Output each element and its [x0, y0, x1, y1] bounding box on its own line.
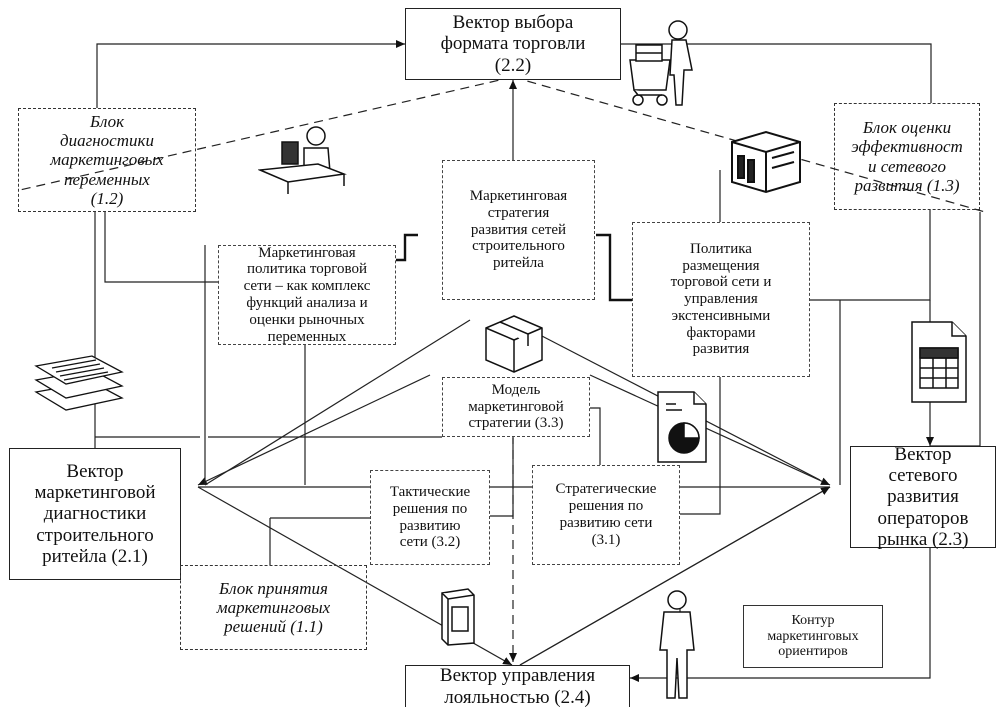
tactical-decisions-box: Тактические решения по развитию сети (3.…: [370, 470, 490, 565]
block-diagnostics-label: Блок диагностики маркетинговых переменны…: [50, 112, 164, 208]
marketing-policy-label: Маркетинговая политика торговой сети – к…: [243, 244, 371, 345]
block-efficiency-box: Блок оценки эффективност и сетевого разв…: [834, 103, 980, 210]
vector-network-box: Вектор сетевого развития операторов рынк…: [850, 443, 996, 550]
vector-diagnostics-label: Вектор маркетинговой диагностики строите…: [34, 460, 156, 567]
contour-box: Контур маркетинговых ориентиров: [743, 605, 883, 668]
vector-loyalty-label: Вектор управления лояльностью (2.4): [439, 665, 596, 707]
vector-network-label: Вектор сетевого развития операторов рынк…: [877, 443, 969, 550]
office-worker-icon: [258, 126, 347, 194]
strategic-decisions-label: Стратегические решения по развитию сети …: [555, 481, 657, 548]
strategic-decisions-box: Стратегические решения по развитию сети …: [532, 465, 680, 565]
shopping-cart-person-icon: [629, 20, 693, 106]
documents-stack-icon: [34, 355, 124, 411]
strategy-model-label: Модель маркетинговой стратегии (3.3): [468, 381, 564, 432]
box-icon: [485, 315, 543, 373]
server-icon: [731, 130, 801, 194]
marketing-strategy-box: Маркетинговая стратегия развития сетей с…: [442, 160, 595, 300]
tactical-decisions-label: Тактические решения по развитию сети (3.…: [389, 483, 471, 551]
vector-loyalty-box: Вектор управления лояльностью (2.4): [405, 665, 630, 707]
placement-policy-box: Политика размещения торговой сети и упра…: [632, 222, 810, 377]
marketing-strategy-label: Маркетинговая стратегия развития сетей с…: [469, 188, 568, 272]
vector-format-label: Вектор выбора формата торговли (2.2): [440, 12, 586, 76]
strategy-model-box: Модель маркетинговой стратегии (3.3): [442, 377, 590, 437]
marketing-policy-box: Маркетинговая политика торговой сети – к…: [218, 245, 396, 345]
vector-format-box: Вектор выбора формата торговли (2.2): [405, 8, 621, 80]
contour-label: Контур маркетинговых ориентиров: [767, 612, 859, 660]
pie-chart-document-icon: [657, 391, 707, 463]
placement-policy-label: Политика размещения торговой сети и упра…: [670, 240, 772, 358]
block-efficiency-label: Блок оценки эффективност и сетевого разв…: [851, 118, 963, 195]
product-package-icon: [441, 588, 475, 646]
block-diagnostics-box: Блок диагностики маркетинговых переменны…: [18, 108, 196, 212]
vector-diagnostics-box: Вектор маркетинговой диагностики строите…: [9, 448, 181, 580]
block-decisions-label: Блок принятия маркетинговых решений (1.1…: [216, 578, 331, 637]
spreadsheet-icon: [911, 321, 967, 403]
standing-person-icon: [659, 590, 695, 699]
block-decisions-box: Блок принятия маркетинговых решений (1.1…: [180, 565, 367, 650]
